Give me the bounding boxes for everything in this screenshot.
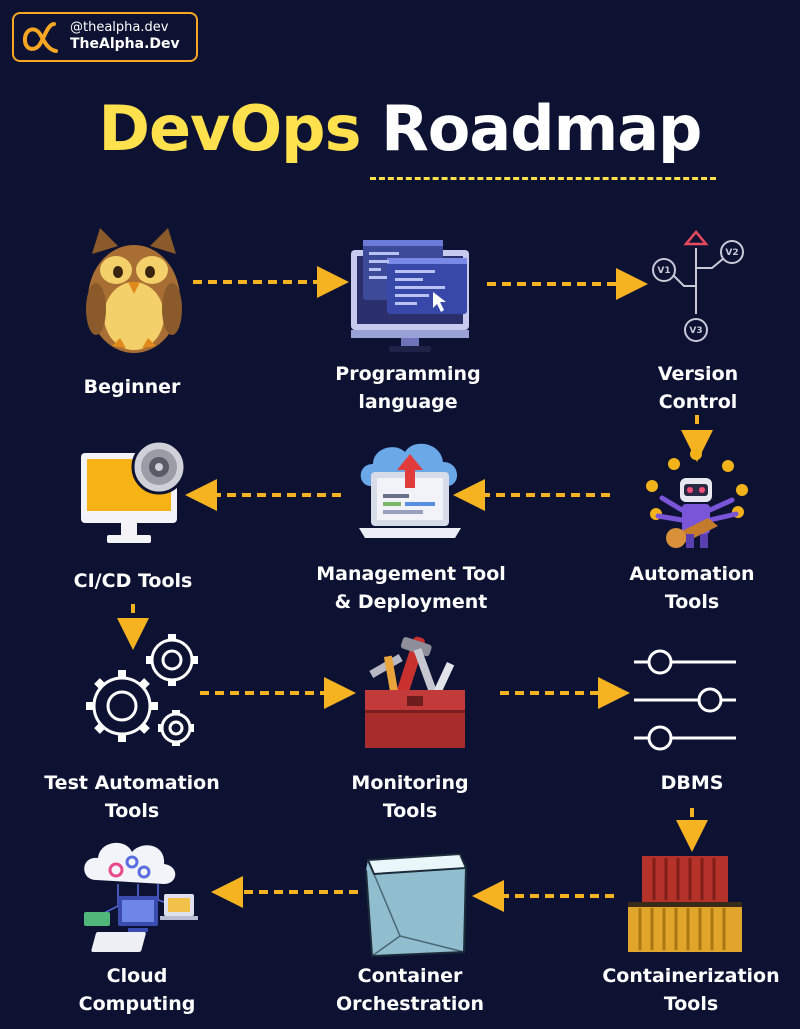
brand-handle: @thealpha.dev bbox=[70, 20, 169, 36]
step-label-container-orchestration: Container Orchestration bbox=[336, 965, 484, 1015]
step-label-cloud-computing: Cloud Computing bbox=[78, 965, 196, 1015]
cloud-upload-laptop-icon bbox=[359, 443, 461, 538]
gears-icon bbox=[86, 634, 198, 746]
brand-badge: @thealpha.dev TheAlpha.Dev bbox=[12, 12, 198, 62]
svg-text:V1: V1 bbox=[657, 266, 670, 276]
glass-box-icon bbox=[365, 852, 468, 958]
step-label-automation-tools: Automation Tools bbox=[629, 563, 755, 613]
toolbox-icon bbox=[365, 636, 465, 748]
monitor-disc-icon bbox=[81, 439, 187, 543]
step-label-dbms: DBMS bbox=[660, 772, 724, 794]
step-label-cicd-tools: CI/CD Tools bbox=[73, 570, 193, 592]
shipping-containers-icon bbox=[628, 856, 742, 952]
owl-icon bbox=[86, 228, 182, 353]
step-label-monitoring-tools: Monitoring Tools bbox=[351, 772, 469, 822]
title-underline bbox=[370, 177, 716, 180]
step-label-beginner: Beginner bbox=[83, 376, 181, 398]
title-devops: DevOps bbox=[98, 92, 362, 165]
robot-icon bbox=[646, 448, 748, 548]
step-label-programming-language: Programming language bbox=[335, 363, 481, 413]
step-label-version-control: Version Control bbox=[657, 363, 739, 413]
svg-text:V3: V3 bbox=[689, 326, 702, 336]
step-label-management-deployment: Management Tool & Deployment bbox=[316, 563, 506, 613]
sliders-icon bbox=[634, 649, 736, 751]
code-monitor-icon bbox=[351, 240, 469, 352]
title-roadmap: Roadmap bbox=[381, 92, 702, 165]
cloud-network-icon bbox=[84, 842, 198, 952]
page-title: DevOps Roadmap bbox=[0, 92, 800, 165]
step-label-test-automation: Test Automation Tools bbox=[44, 772, 220, 822]
svg-text:V2: V2 bbox=[725, 248, 738, 258]
alpha-logo-icon bbox=[22, 22, 58, 53]
brand-name: TheAlpha.Dev bbox=[70, 36, 180, 53]
step-label-containerization: Containerization Tools bbox=[602, 965, 780, 1015]
